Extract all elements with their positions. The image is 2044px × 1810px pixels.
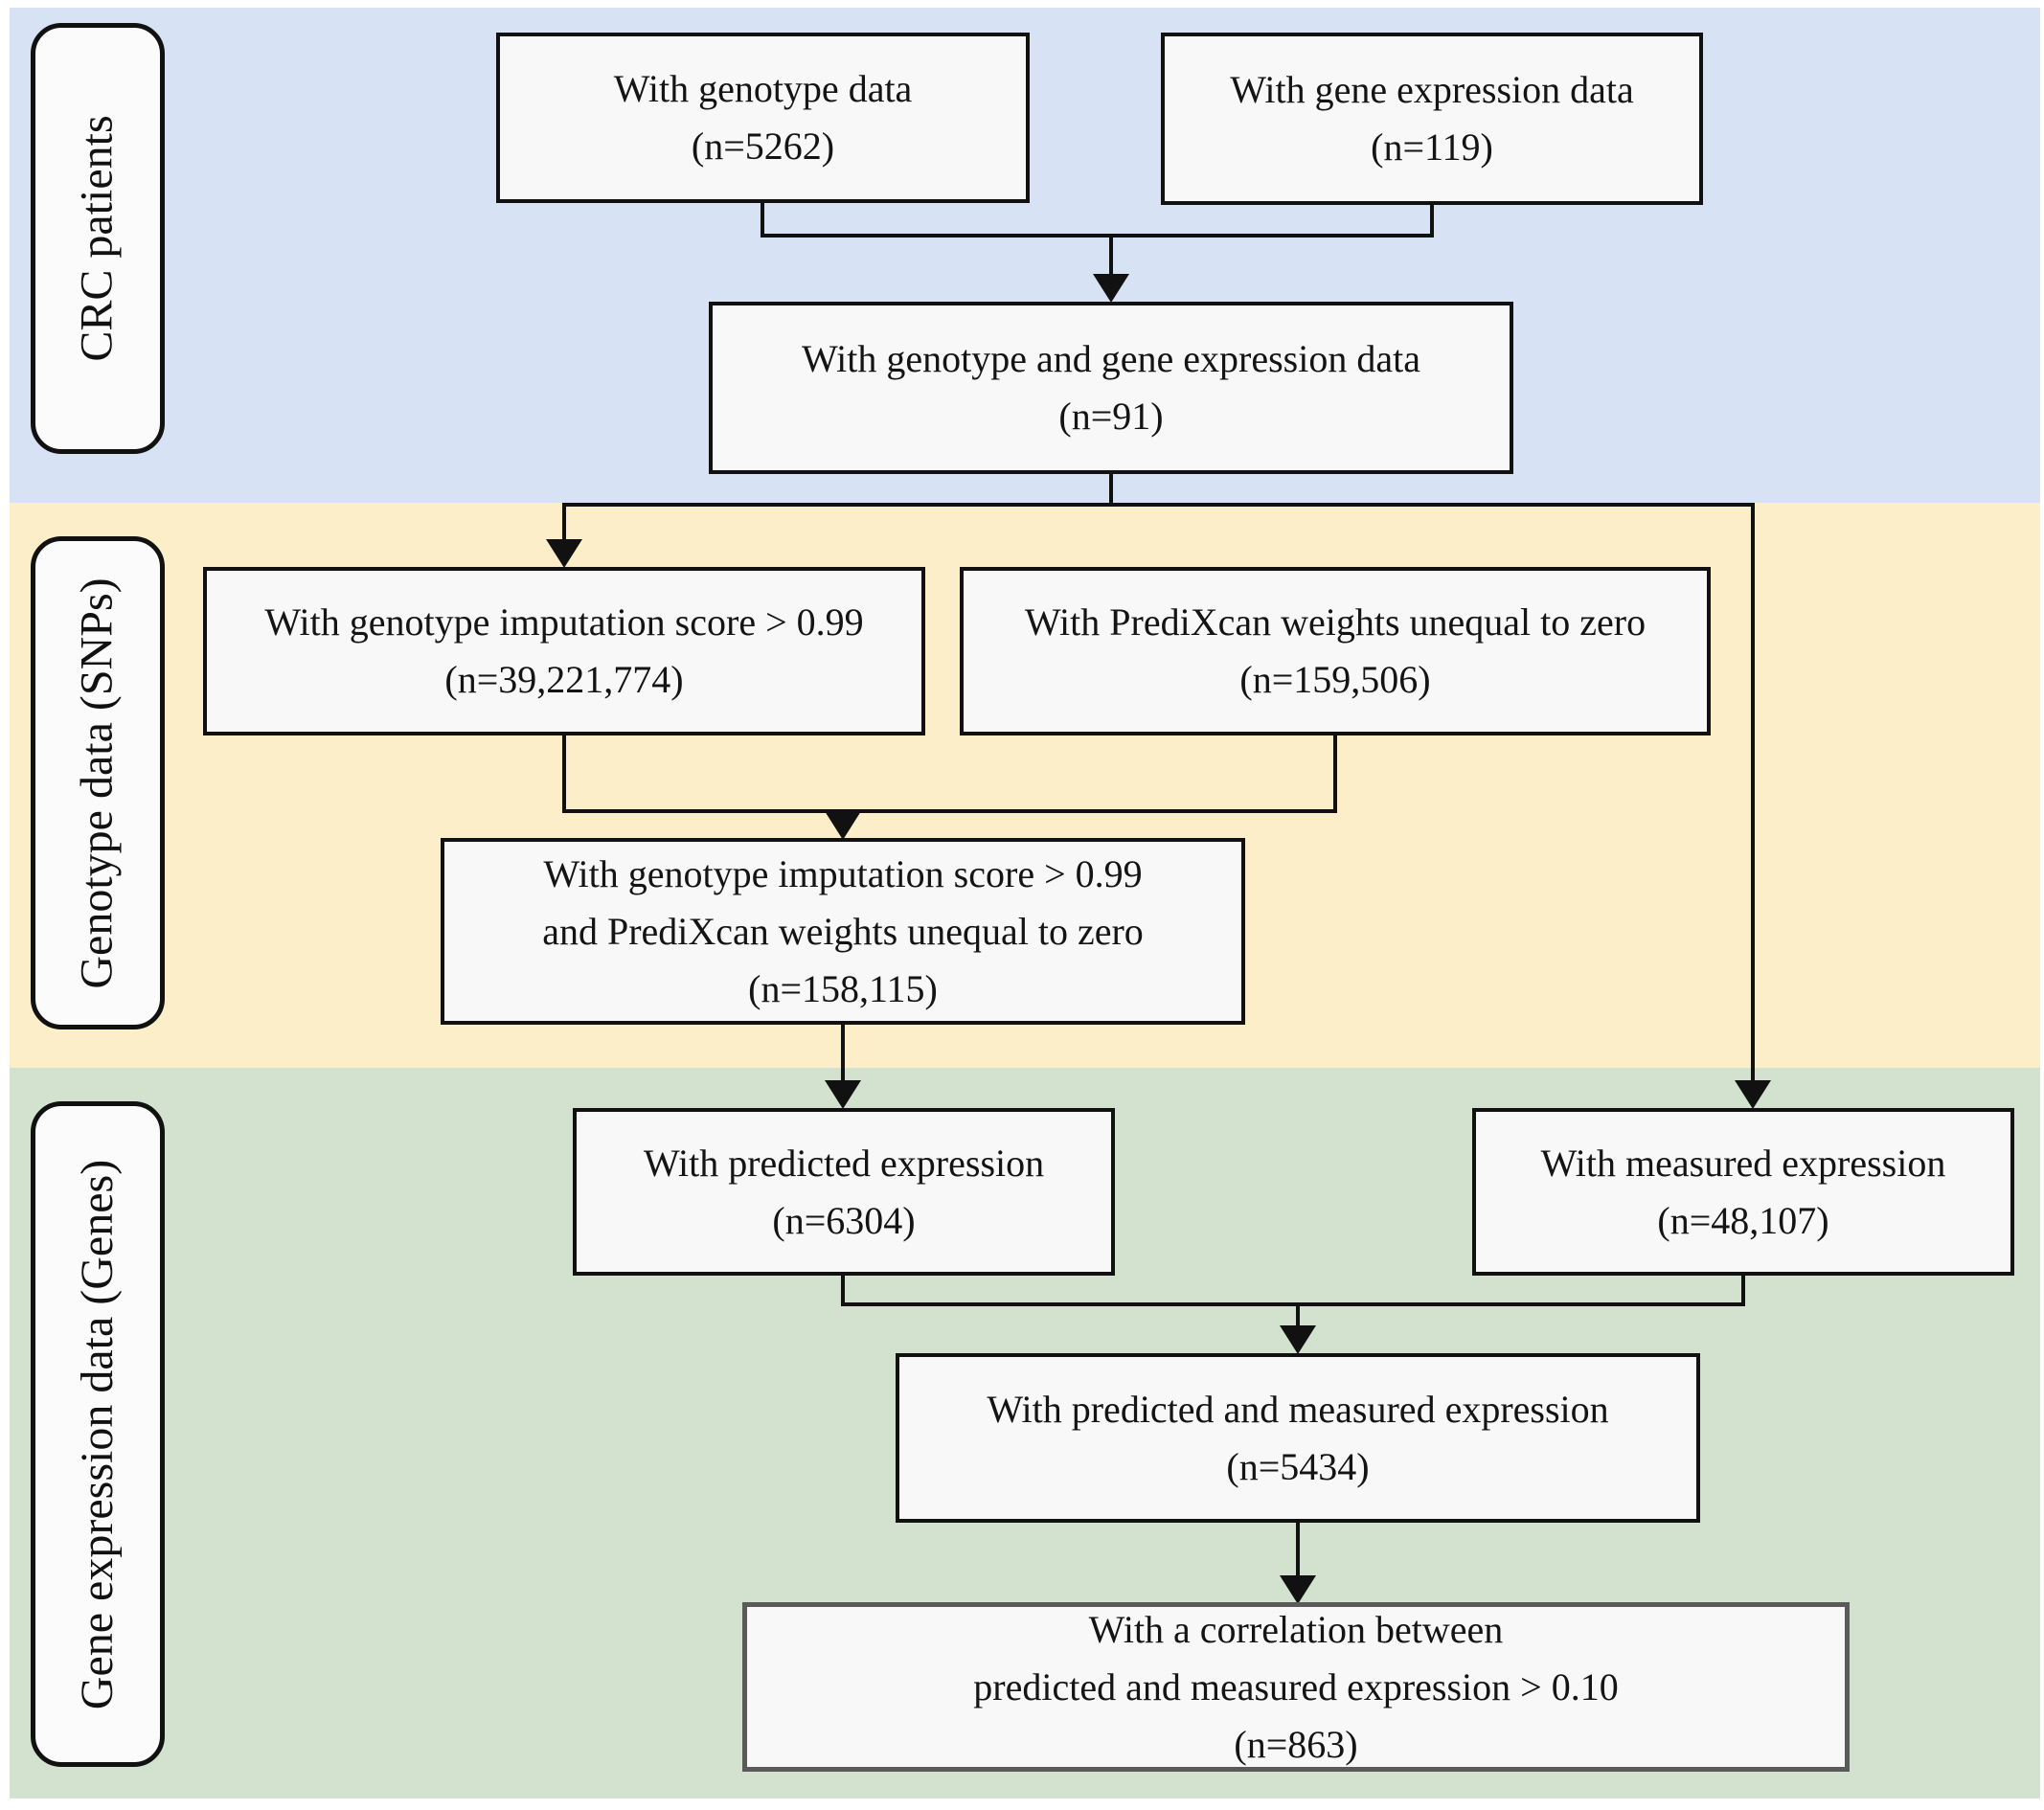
box-predicted-expression: With predicted expression (n=6304) [573,1108,1115,1276]
box-text-line: With PrediXcan weights unequal to zero [1024,600,1647,644]
arrow-down-icon [825,1080,861,1109]
box-measured-expression: With measured expression (n=48,107) [1472,1108,2014,1276]
connector-genotype-expression-down [1109,474,1113,507]
box-text-line: With genotype data [613,67,913,110]
band-label-crc-patients: CRC patients [31,23,165,454]
connector-genotype-down [761,203,764,238]
connector-to-predicted [841,1025,845,1082]
arrow-down-icon [1093,274,1129,303]
box-text-line: and PrediXcan weights unequal to zero [542,909,1144,953]
box-predixcan-weights: With PrediXcan weights unequal to zero (… [960,567,1711,735]
box-count: (n=6304) [772,1198,916,1242]
box-imputation-score: With genotype imputation score > 0.99 (n… [203,567,925,735]
band-label-text: CRC patients [72,115,123,362]
connector-expression-down [1430,205,1434,238]
box-count: (n=158,115) [748,966,938,1010]
box-text-line: With genotype imputation score > 0.99 [264,600,864,644]
connector-split [562,503,1755,507]
box-correlation: With a correlation between predicted and… [742,1602,1850,1772]
connector-to-imputation [562,503,566,541]
box-text-line: predicted and measured expression > 0.10 [973,1664,1619,1708]
connector-to-correlation [1296,1523,1300,1577]
connector-to-measured-long [1751,503,1755,1082]
connector-to-predicted-measured [1296,1302,1300,1328]
box-text-line: With genotype imputation score > 0.99 [543,851,1143,895]
box-count: (n=159,506) [1239,658,1431,701]
band-label-text: Gene expression data (Genes) [72,1159,123,1709]
box-text-line: With predicted and measured expression [987,1387,1609,1431]
connector-measured-down [1741,1276,1745,1306]
box-count: (n=5262) [691,124,835,168]
box-count: (n=91) [1058,395,1164,438]
box-count: (n=119) [1371,125,1493,169]
box-text-line: With gene expression data [1230,68,1634,111]
box-count: (n=5434) [1226,1444,1370,1488]
arrow-down-icon [1735,1080,1771,1109]
band-label-text: Genotype data (SNPs) [72,577,124,989]
arrow-down-icon [1280,1325,1316,1354]
box-genotype-and-expression: With genotype and gene expression data (… [709,302,1513,474]
box-text-line: With predicted expression [643,1141,1045,1185]
connector-predixcan-down [1333,735,1337,813]
band-label-genotype-data: Genotype data (SNPs) [31,536,165,1029]
box-count: (n=863) [1234,1722,1358,1766]
box-text-line: With genotype and gene expression data [802,337,1420,380]
box-count: (n=39,221,774) [444,658,684,701]
arrow-down-icon [825,811,861,840]
box-predicted-and-measured: With predicted and measured expression (… [896,1353,1700,1523]
connector-merge-row3 [841,1302,1745,1306]
box-with-genotype-data: With genotype data (n=5262) [496,33,1030,203]
connector-merge-row2 [562,809,1337,813]
box-text-line: With measured expression [1540,1141,1946,1185]
arrow-down-icon [1280,1575,1316,1604]
band-label-gene-expression-data: Gene expression data (Genes) [31,1101,165,1767]
box-text-line: With a correlation between [1088,1607,1504,1651]
connector-to-genotype-expression [1109,234,1113,275]
arrow-down-icon [546,539,582,568]
connector-predicted-down [841,1276,845,1306]
connector-merge-row1 [761,234,1434,238]
box-count: (n=48,107) [1657,1198,1829,1242]
box-imputation-and-predixcan: With genotype imputation score > 0.99 an… [441,838,1245,1025]
connector-imputation-down [562,735,566,813]
box-with-gene-expression-data: With gene expression data (n=119) [1161,33,1703,205]
